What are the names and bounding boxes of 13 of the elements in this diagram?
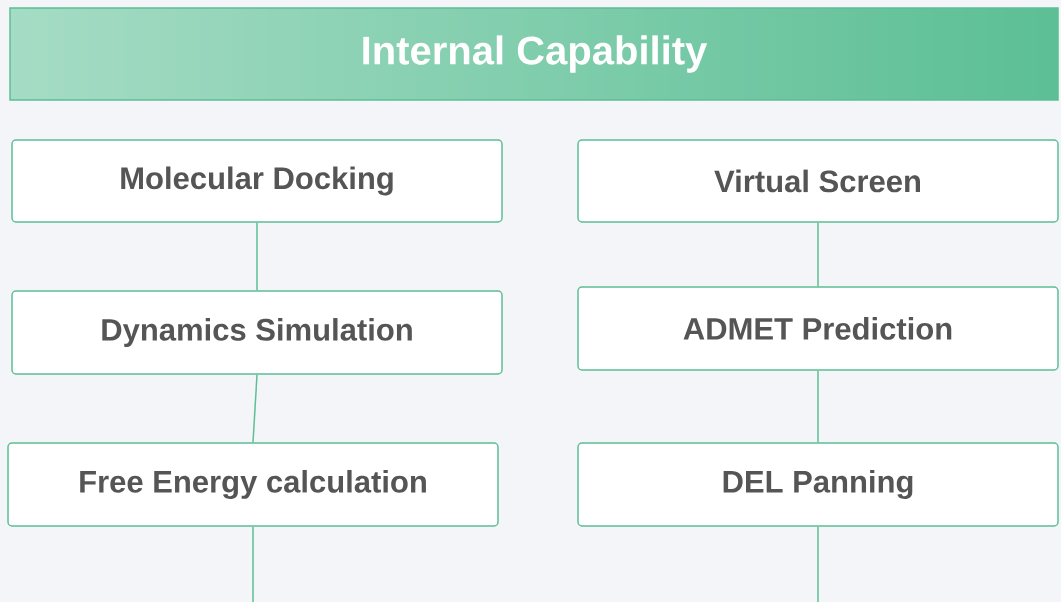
process-box: Virtual Screen xyxy=(577,139,1059,223)
process-box: Molecular Docking xyxy=(11,139,503,223)
process-box: Dynamics Simulation xyxy=(11,290,503,375)
process-box: ADMET Prediction xyxy=(577,286,1059,371)
connector-line xyxy=(817,526,819,602)
process-box: Free Energy calculation xyxy=(7,442,499,527)
connector-line xyxy=(817,222,819,287)
process-box: DEL Panning xyxy=(577,442,1059,527)
connector-line xyxy=(252,374,258,443)
connector-line xyxy=(256,222,258,291)
connector-line xyxy=(817,370,819,443)
title-banner: Internal Capability xyxy=(9,7,1059,101)
connector-line xyxy=(252,526,254,602)
